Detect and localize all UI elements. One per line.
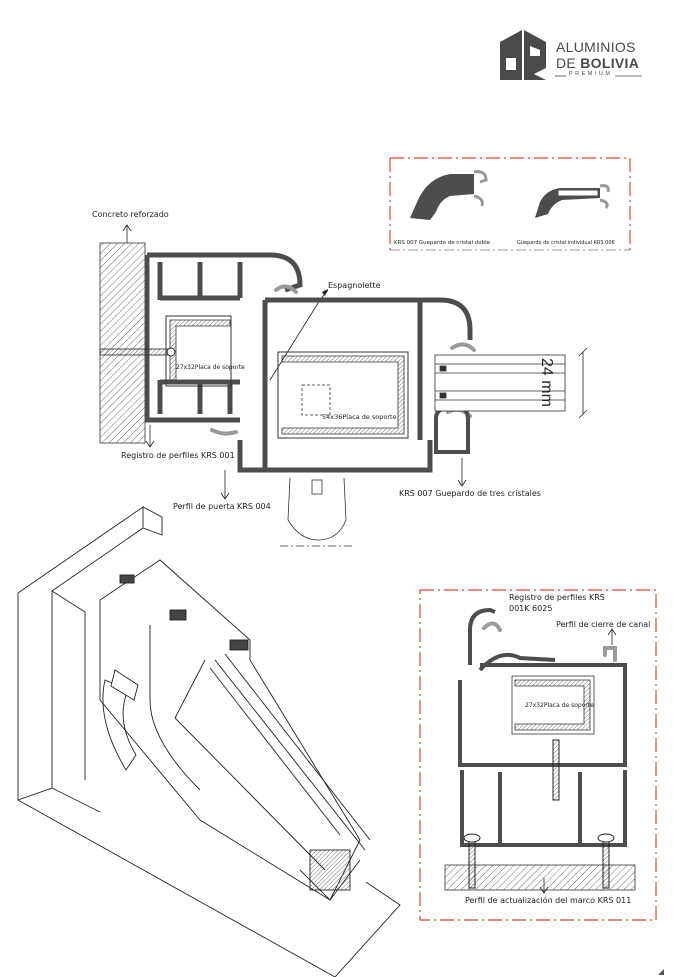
triple-bead-label: KRS 007 Guepardo de tres cristales	[399, 489, 541, 498]
channel-label: Perfil de cierre de canal	[556, 620, 651, 629]
brand-premium: PREMIUM	[569, 71, 613, 77]
glass-unit	[434, 354, 566, 412]
support-plate-large	[277, 351, 409, 439]
single-bead-label: Guepardo de cristal individual KRS 006	[517, 240, 615, 246]
concrete-label: Concreto reforzado	[92, 210, 169, 219]
channel-arrow	[607, 628, 617, 645]
bottom-frame-label-b: 001K 6025	[509, 604, 553, 613]
brand-line-2: DE BOLIVIA	[556, 55, 639, 71]
espagnolette-box	[301, 384, 331, 416]
glass-dimension	[578, 347, 588, 419]
bottom-plate-small	[511, 675, 595, 735]
bottom-gaskets	[482, 621, 617, 662]
support-plate-small-hatch	[169, 319, 231, 381]
single-bead-profile	[535, 184, 610, 218]
handle-section	[280, 477, 352, 547]
update-label: Perfil de actualización del marco KRS 01…	[465, 896, 632, 905]
bottom-frame-label-a: Registro de perfiles KRS	[509, 593, 605, 602]
plate-large-label: 54x36Placa de soporte	[322, 413, 397, 421]
logo-mark	[500, 30, 642, 80]
bottom-plate-hatch	[514, 679, 591, 731]
double-bead-label: KRS 007 Guepardo de cristal doble	[394, 240, 491, 246]
update-arrow	[539, 878, 549, 894]
brand-de: DE	[556, 55, 581, 71]
espagnolette-leader	[269, 289, 329, 381]
door-label: Perfil de puerta KRS 004	[173, 502, 271, 511]
plate-small-label: 27x32Placa de soporte	[176, 364, 245, 371]
bottom-plate-label: 27x32Placa de soporte	[525, 702, 594, 709]
sill-screws	[463, 739, 615, 889]
isometric-view	[17, 506, 401, 977]
glass-thickness-label: 24 mm	[538, 358, 555, 407]
detail-box-frame	[389, 157, 631, 251]
frame-arrow	[145, 425, 155, 448]
brand-bolivia: BOLIVIA	[580, 55, 640, 71]
espagnolette-label: Espagnolette	[328, 281, 381, 290]
bottom-detail-frame	[419, 589, 657, 921]
support-plate-large-hatch	[281, 355, 405, 435]
concrete-wall	[99, 242, 146, 444]
triple-bead-arrow	[457, 458, 467, 487]
door-arrow	[220, 470, 230, 500]
frame-label: Registro de perfiles KRS 001	[121, 451, 235, 460]
sash-profile	[237, 297, 473, 473]
anchor-screw	[99, 347, 176, 357]
update-frame-profile	[458, 607, 627, 847]
brand-line-1: ALUMINIOS	[556, 39, 636, 55]
triple-bead-profile	[434, 406, 470, 454]
double-bead-profile	[410, 170, 488, 220]
concrete-arrow	[122, 224, 132, 243]
frame-profile	[144, 252, 303, 423]
corner-mark	[658, 969, 664, 975]
